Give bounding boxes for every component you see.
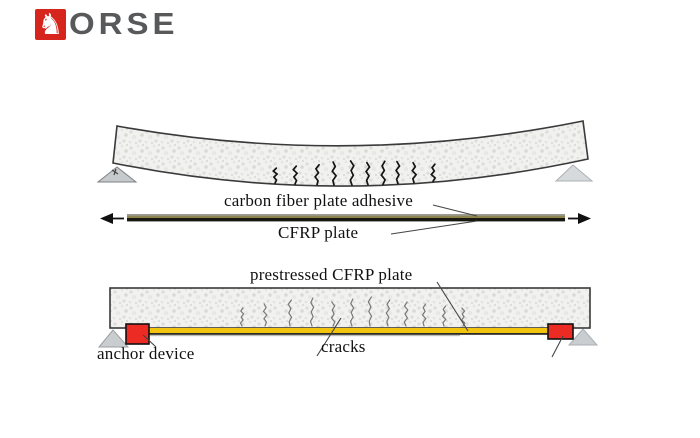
plate-underline [148,333,548,335]
support-left-top-diagram [96,166,138,183]
plate-top-edge [127,214,565,216]
anchor-device-right [547,323,574,340]
leader-prestressed-plate [436,281,469,332]
plate-shadow [150,335,460,337]
label-cracks: cracks [321,337,366,356]
support-bolt-mark [111,168,119,176]
prestressed-cfrp-plate-bar [148,328,548,333]
support-right-top-diagram [554,164,594,182]
adhesive-layer [127,215,565,219]
support-left-bottom-diagram [97,329,130,348]
beam-cracks-bottom [239,296,466,327]
deflected-beam-group [96,120,594,187]
brand-logo: ♞ ORSE [35,6,179,41]
leader-cfrp-plate [390,220,478,235]
cfrp-plate-bar [127,218,565,222]
prestressed-beam-group [97,281,599,358]
support-right-bottom-diagram [567,328,599,346]
label-carbon-fiber-plate-adhesive: carbon fiber plate adhesive [224,191,414,210]
leader-cracks [316,317,342,357]
label-cfrp-plate: CFRP plate [278,223,359,242]
left-arrow-icon [100,213,113,224]
cfrp-plate-group [100,204,591,235]
anchor-device-left [125,323,150,345]
beam-cracks-top [272,160,437,186]
label-prestressed-cfrp-plate: prestressed CFRP plate [250,265,413,284]
horse-head-icon: ♞ [35,6,66,41]
sagging-concrete-beam [112,120,589,187]
brand-wordmark: ORSE [69,6,179,41]
leader-anchor-left [142,334,157,348]
right-arrow-icon [578,213,591,224]
horse-head-glyph: ♞ [37,6,64,41]
straight-concrete-beam [109,287,591,329]
leader-anchor-right [551,335,564,358]
leader-adhesive [432,204,478,217]
label-anchor-device: anchor device [97,344,195,363]
